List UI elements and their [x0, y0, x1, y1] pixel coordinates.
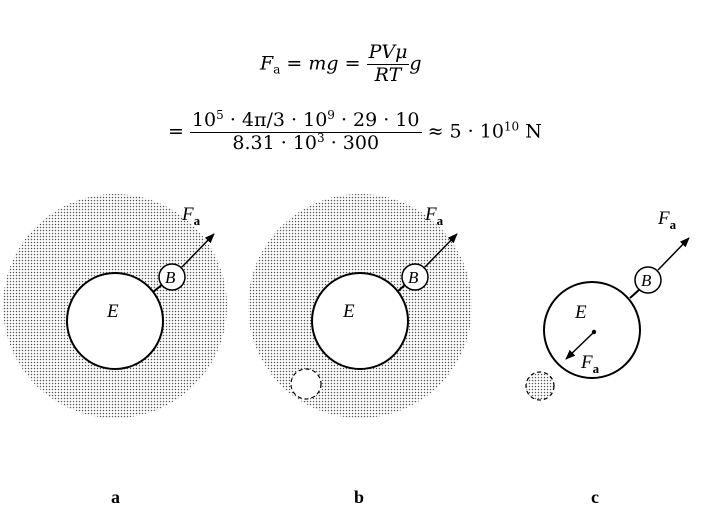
tether-c [629, 288, 641, 299]
caption-c: c [591, 487, 599, 507]
displaced-region-b [290, 368, 322, 400]
eq2-num-b: · 4π/3 · 10 [223, 109, 328, 131]
eq1-lhs-sub: a [273, 62, 281, 77]
force-label-a-main: F [181, 204, 194, 225]
balloon-b [401, 263, 429, 291]
force-label-b: Fa [424, 204, 444, 228]
force-arrow-c [657, 237, 690, 271]
earth-b [311, 272, 409, 370]
eq2-unit: N [519, 120, 542, 143]
eq1-mid: mg [308, 52, 339, 75]
force-arrow-a [181, 233, 215, 268]
balloon-label-c: B [641, 271, 652, 290]
force-label-a: Fa [181, 204, 201, 228]
earth-a [66, 272, 164, 370]
eq1-tail: g [409, 52, 422, 75]
eq1-equals-1: = [286, 52, 303, 75]
force-label-b-main: F [424, 204, 437, 225]
force-label-c-sub: a [670, 217, 677, 232]
eq1-numerator: PVμ [366, 41, 410, 65]
eq2-fraction: 105 · 4π/3 · 109 · 29 · 10 8.31 · 103 · … [189, 108, 422, 155]
eq2-den-a: 8.31 · 10 [232, 131, 318, 154]
inner-force-label-c-main: F [580, 352, 593, 373]
eq2-approx-exp: 10 [503, 119, 520, 134]
inner-force-label-c: Fa [580, 352, 600, 376]
eq1-lhs: F [260, 52, 274, 75]
inner-force-arrow-c [565, 331, 595, 360]
balloon-label-b: B [408, 268, 419, 287]
force-label-c-main: F [657, 208, 670, 229]
balloon-label-a: B [165, 268, 176, 287]
eq1-denominator: RT [374, 63, 402, 86]
eq2-num-b-exp: 9 [327, 108, 335, 122]
panel-c: E Fa B Fa c [525, 208, 690, 507]
eq2-numerator: 105 · 4π/3 · 109 · 29 · 10 [189, 108, 422, 133]
force-label-b-sub: a [437, 213, 444, 228]
eq2-denominator: 8.31 · 103 · 300 [190, 130, 422, 155]
force-label-a-sub: a [194, 213, 201, 228]
balloon-c [634, 266, 662, 294]
eq2-num-a: 10 [191, 109, 217, 131]
force-arrow-b [424, 233, 458, 268]
panel-a: E B Fa a [3, 194, 227, 507]
inner-force-label-c-sub: a [593, 361, 600, 376]
eq2-approx: ≈ 5 · 10 [427, 120, 504, 143]
eq2-den-a-exp: 3 [317, 130, 325, 145]
panel-b: E B Fa b [248, 194, 472, 507]
eq2-den-b: · 300 [324, 131, 380, 154]
force-label-c: Fa [657, 208, 677, 232]
earth-label-a: E [106, 301, 119, 322]
eq2-num-a-exp: 5 [216, 108, 224, 122]
eq1-fraction: PVμ RT [366, 41, 410, 87]
displaced-air-c [525, 371, 555, 401]
eq2-equals: = [168, 120, 184, 143]
eq2-num-c: · 29 · 10 [334, 109, 420, 131]
equation-line-2: = 105 · 4π/3 · 109 · 29 · 10 8.31 · 103 … [168, 108, 542, 155]
caption-b: b [354, 487, 364, 507]
eq1-equals-2: = [344, 52, 361, 75]
caption-a: a [111, 487, 120, 507]
balloon-earth-figure: E B Fa a E B Fa b E Fa B Fa c [3, 194, 690, 507]
earth-label-b: E [342, 301, 355, 322]
earth-label-c: E [574, 302, 587, 323]
equation-line-1: Fa = mg = PVμ RT g [260, 41, 422, 87]
balloon-a [158, 263, 186, 291]
